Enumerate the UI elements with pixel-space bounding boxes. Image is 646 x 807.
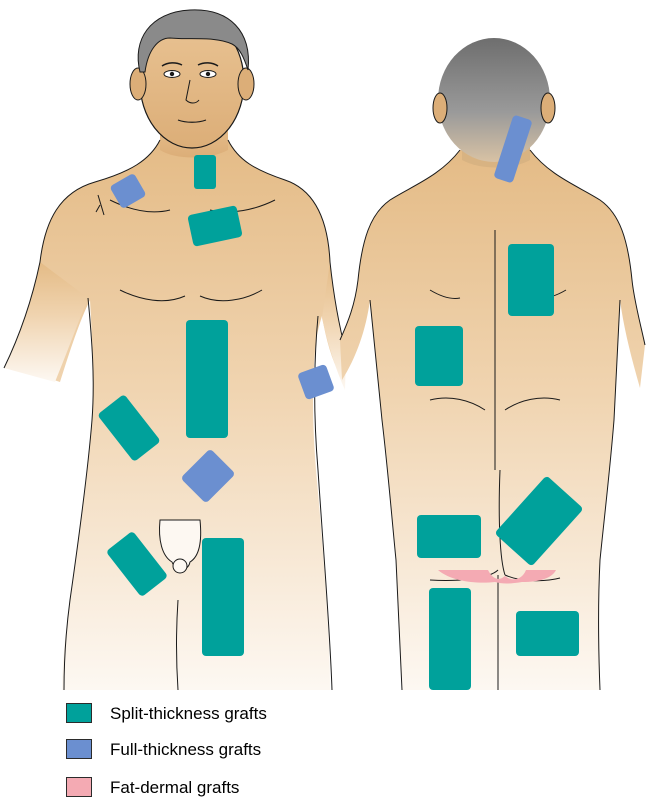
graft-split-back-left-flank	[415, 326, 463, 386]
graft-split-front-neck	[194, 155, 216, 189]
graft-split-front-abdomen	[186, 320, 228, 438]
graft-split-back-right-thigh	[516, 611, 579, 656]
back-figure	[340, 38, 645, 690]
front-left-ear	[130, 68, 146, 100]
legend-item-full: Full-thickness grafts	[66, 738, 466, 762]
graft-split-front-right-thigh	[202, 538, 244, 656]
back-body-outline	[340, 150, 645, 690]
back-head	[438, 38, 550, 162]
legend-item-fat: Fat-dermal grafts	[66, 776, 466, 800]
legend-swatch-fat	[66, 777, 92, 797]
back-left-ear	[433, 93, 447, 123]
graft-split-back-left-buttock	[417, 515, 481, 558]
legend-label-split: Split-thickness grafts	[110, 704, 267, 724]
graft-split-back-upper	[508, 244, 554, 316]
donor-site-figure	[0, 0, 646, 700]
legend-swatch-split	[66, 703, 92, 723]
legend-label-full: Full-thickness grafts	[110, 740, 261, 760]
legend-label-fat: Fat-dermal grafts	[110, 778, 239, 798]
legend-item-split: Split-thickness grafts	[66, 702, 466, 726]
front-right-ear	[238, 68, 254, 100]
back-right-ear	[541, 93, 555, 123]
graft-split-back-left-thigh	[429, 588, 471, 690]
legend-swatch-full	[66, 739, 92, 759]
